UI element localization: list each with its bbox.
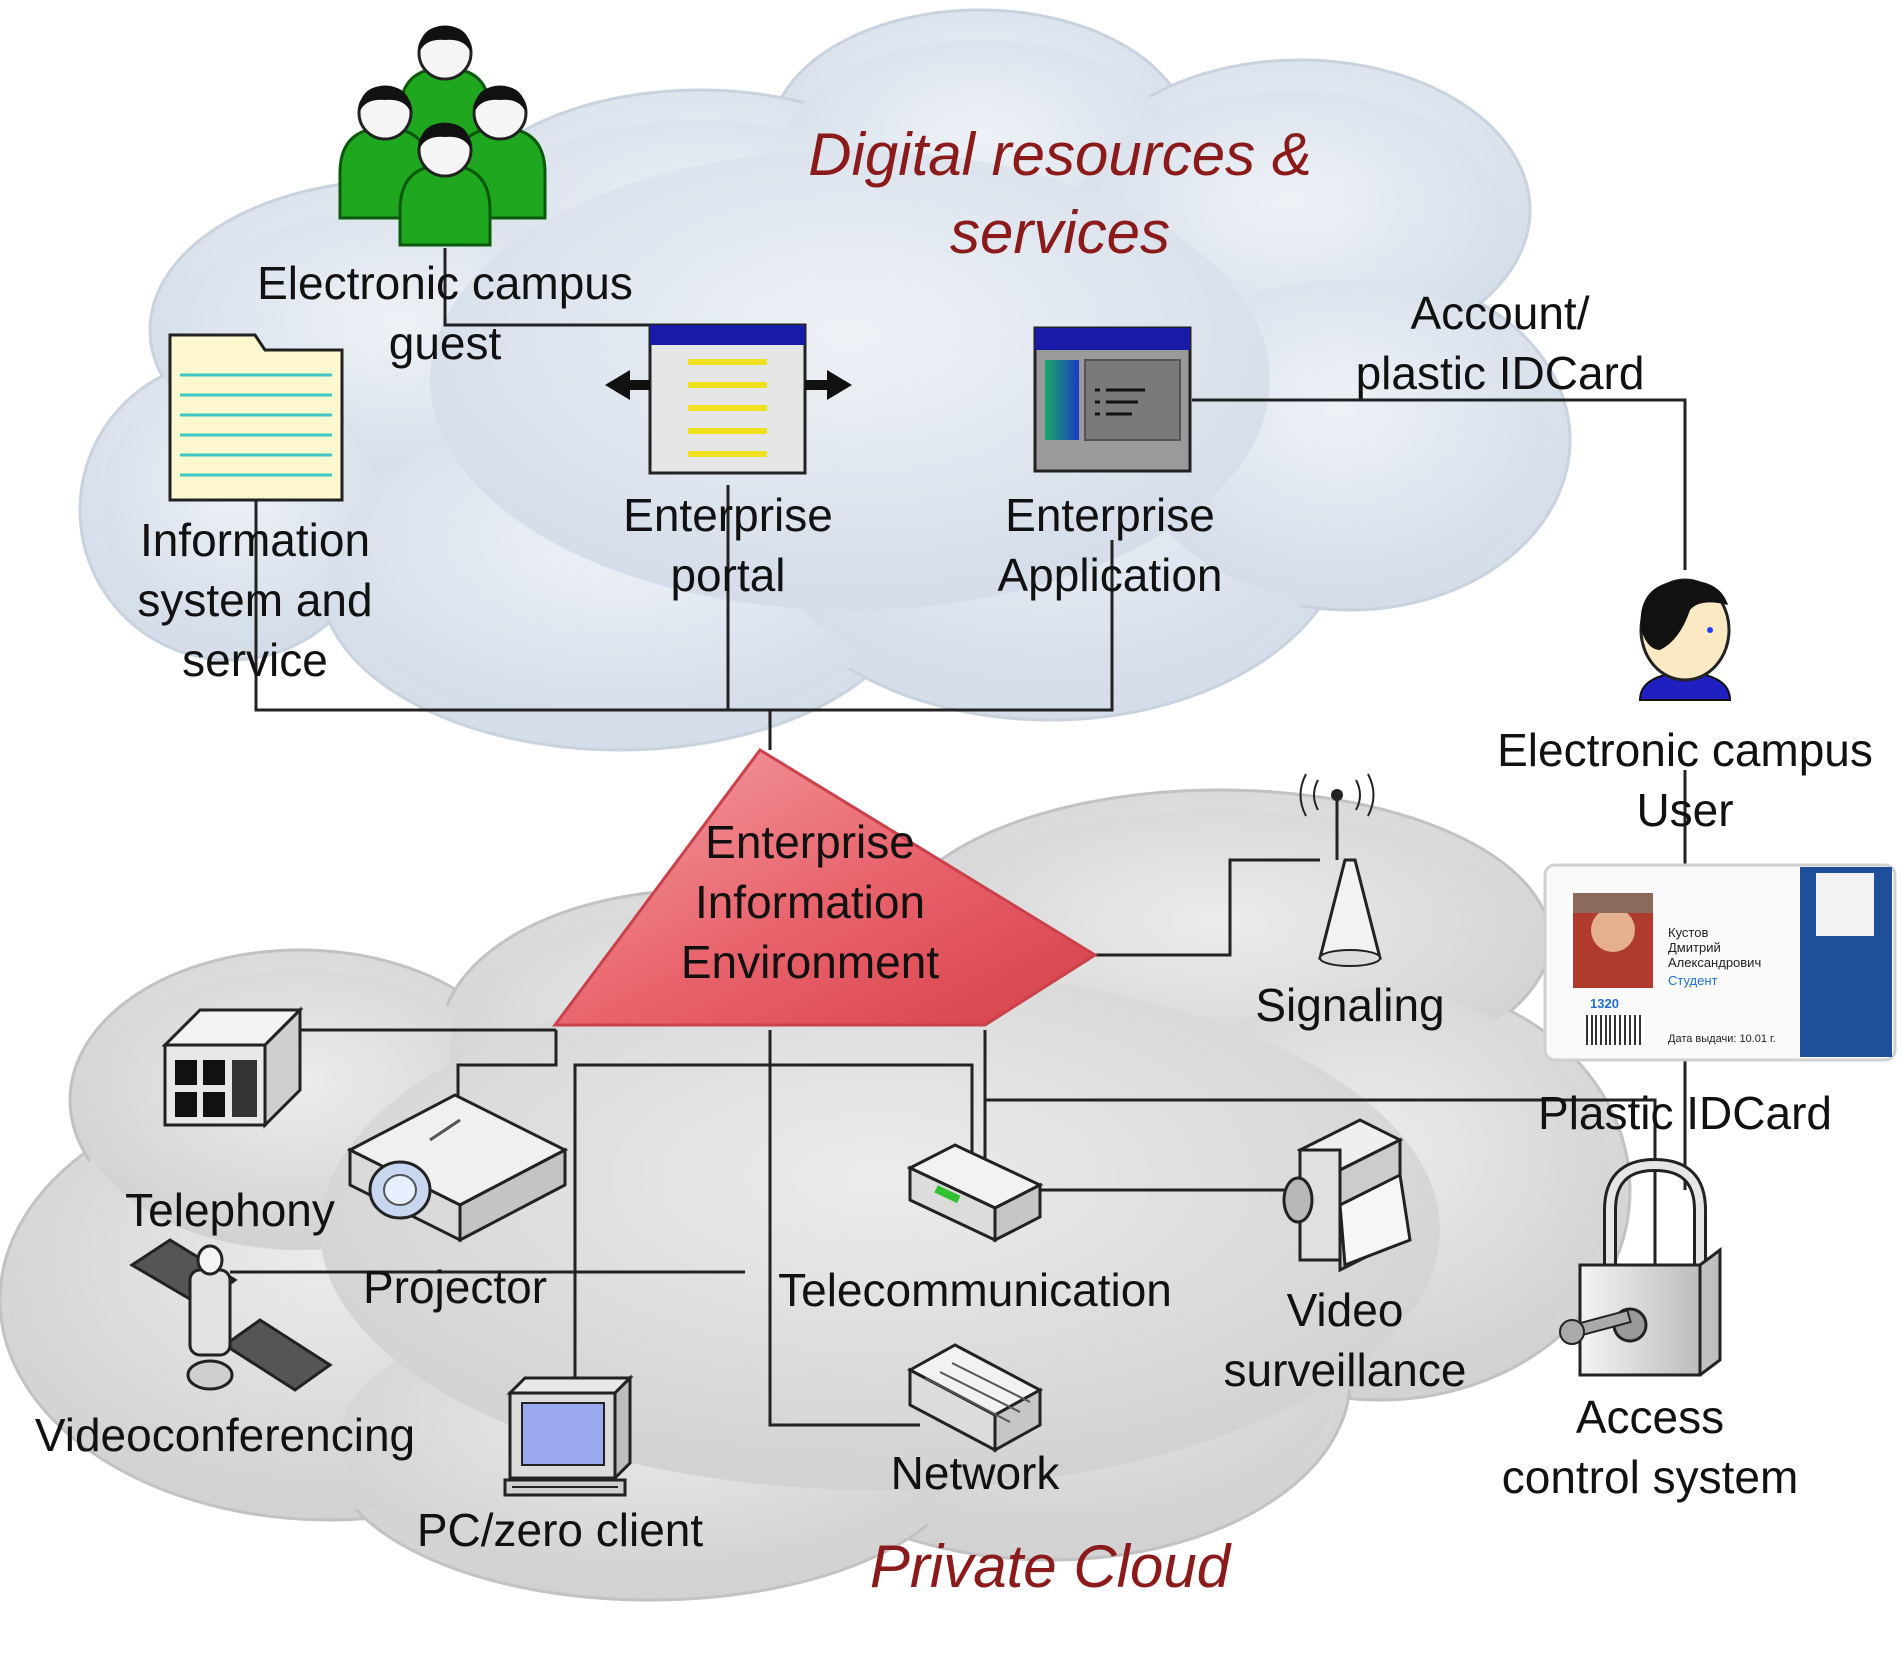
- server-icon: [161, 1006, 304, 1129]
- guest-label-line1: Electronic campus: [257, 257, 633, 309]
- user-label-line1: Electronic campus: [1497, 724, 1873, 776]
- private-cloud-title: Private Cloud: [869, 1533, 1231, 1600]
- access-label-line1: Access: [1575, 1391, 1725, 1443]
- portal-label-line2: portal: [670, 549, 786, 601]
- digital-resources-title-line1: Digital resources &: [808, 121, 1312, 188]
- arrow-right-icon: [805, 370, 852, 400]
- account-label-line2: plastic IDCard: [1355, 347, 1645, 399]
- satellite-icon: [129, 1238, 333, 1392]
- environment-label-line1: Enterprise: [705, 816, 915, 868]
- digital-resources-title-line2: services: [949, 199, 1171, 266]
- pc-label: PC/zero client: [416, 1504, 704, 1556]
- guest-label-line2: guest: [388, 317, 502, 369]
- portal-label-line1: Enterprise: [623, 489, 833, 541]
- router-icon: [906, 1143, 1044, 1243]
- document-icon: [168, 333, 344, 502]
- video-label-line1: Video: [1286, 1284, 1404, 1336]
- antenna-icon: [1299, 773, 1382, 967]
- account-label-line1: Account/: [1410, 287, 1590, 339]
- enterprise-environment-triangle: [552, 748, 1098, 1027]
- signaling-label: Signaling: [1255, 979, 1445, 1031]
- card-number: 1320: [1590, 996, 1619, 1011]
- network-link: [768, 1030, 920, 1427]
- padlock-icon: [1559, 1157, 1722, 1377]
- access-label-line2: control system: [1501, 1451, 1799, 1503]
- signaling-link: [1095, 858, 1320, 957]
- info-system-label-line1: Information: [139, 514, 371, 566]
- user-label-line2: User: [1636, 784, 1734, 836]
- connector-lines: [230, 248, 1687, 1427]
- network-label: Network: [890, 1447, 1060, 1499]
- guest-portal-link: [443, 248, 730, 327]
- environment-label-line2: Information: [694, 876, 926, 928]
- card-issue-date: Дата выдачи: 10.01 г.: [1668, 1033, 1776, 1045]
- environment-label-line3: Environment: [680, 936, 940, 988]
- account-link: [1192, 398, 1687, 570]
- camera-icon: [1282, 1118, 1412, 1273]
- portal-window-icon: [605, 323, 852, 475]
- switch-icon: [906, 1343, 1044, 1453]
- info-system-label-line2: system and: [137, 574, 373, 626]
- projector-icon: [346, 1093, 569, 1243]
- application-window-icon: [1033, 326, 1192, 473]
- application-link: [770, 540, 1114, 712]
- card-name-line1: Кустов: [1668, 925, 1709, 940]
- telecommunication-label: Telecommunication: [778, 1264, 1172, 1316]
- application-label-line1: Enterprise: [1005, 489, 1215, 541]
- video-label-line2: surveillance: [1223, 1344, 1467, 1396]
- pc-link: [573, 1063, 974, 1380]
- telephony-label: Telephony: [125, 1184, 335, 1236]
- info-system-label-line3: service: [182, 634, 328, 686]
- people-group-icon: [338, 25, 547, 247]
- videoconferencing-label: Videoconferencing: [34, 1409, 416, 1461]
- arrow-left-icon: [605, 370, 650, 400]
- access-link: [985, 1098, 1657, 1270]
- card-name-line2: Дмитрий: [1668, 940, 1721, 955]
- plastic-idcard-label: Plastic IDCard: [1538, 1087, 1832, 1139]
- id-card-icon: [1543, 863, 1897, 1062]
- card-role: Студент: [1668, 973, 1718, 988]
- application-label-line2: Application: [997, 549, 1223, 601]
- pc-icon: [503, 1374, 634, 1497]
- info-system-link: [254, 500, 770, 712]
- projector-label: Projector: [362, 1261, 548, 1313]
- card-name-line3: Александрович: [1668, 955, 1762, 970]
- user-head-icon: [1638, 578, 1732, 701]
